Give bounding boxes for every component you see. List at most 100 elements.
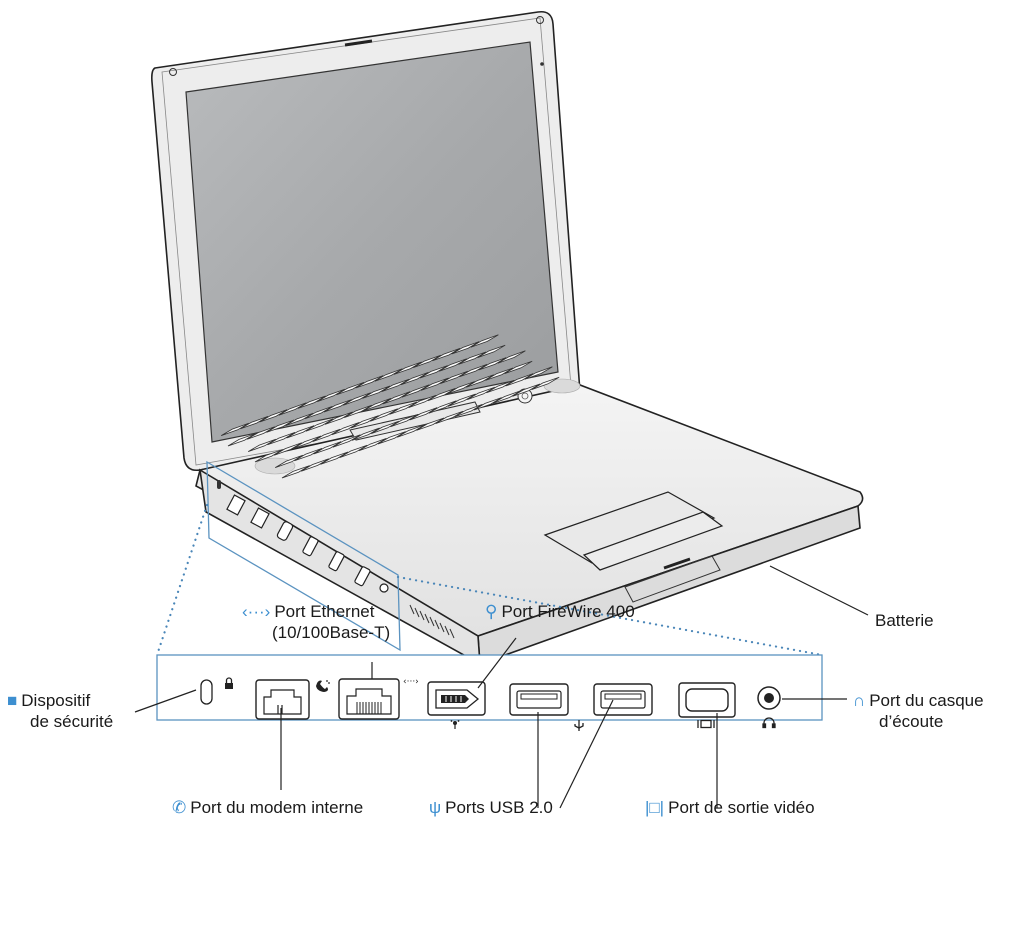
keyboard-key <box>342 392 372 406</box>
laptop-side-ports <box>217 480 389 593</box>
svg-text:‹···›: ‹···› <box>403 677 419 687</box>
modem-port <box>255 679 330 720</box>
firewire-port <box>427 681 486 729</box>
keyboard-key <box>505 373 534 387</box>
keyboard-key <box>412 354 442 368</box>
keyboard-key <box>313 441 342 455</box>
phone-icon: ✆ <box>172 798 187 817</box>
keyboard-key <box>396 424 426 438</box>
headphone-label: ∩Port du casque d’écoute <box>853 691 984 731</box>
keyboard-key <box>492 390 522 404</box>
keyboard-key <box>435 410 464 424</box>
modem-label: ✆Port du modem interne <box>172 798 364 817</box>
keyboard-key <box>304 406 333 420</box>
highlight-region <box>206 460 401 652</box>
keyboard-key <box>465 374 495 388</box>
keyboard-key <box>419 365 448 379</box>
keyboard-key <box>401 384 430 398</box>
display-icon: |□| <box>645 798 665 817</box>
keyboard-key <box>316 388 346 402</box>
keyboard <box>220 334 560 479</box>
laptop-lid <box>151 10 581 472</box>
keyboard-key <box>323 399 352 413</box>
firewire-label: ⚲Port FireWire 400 <box>485 602 635 621</box>
keyboard-key <box>331 422 360 436</box>
battery-leader <box>769 565 869 616</box>
keyboard-key <box>300 458 330 472</box>
keyboard-key <box>332 434 361 448</box>
keyboard-key <box>497 350 526 364</box>
keyboard-key <box>363 398 392 412</box>
keyboard-key <box>247 438 277 452</box>
keyboard-key <box>267 432 296 446</box>
lock-icon: ■ <box>7 691 18 710</box>
keyboard-key <box>274 454 304 468</box>
keyboard-key <box>478 357 507 371</box>
keyboard-key <box>377 431 406 445</box>
usb-icon: ψ <box>429 798 442 817</box>
keyboard-key <box>504 360 533 374</box>
keyboard-key <box>390 414 419 428</box>
keyboard-key <box>351 427 380 441</box>
keyboard-key <box>389 401 418 415</box>
keyboard-key <box>432 348 461 362</box>
keyboard-key <box>439 370 469 384</box>
phone-icon <box>316 680 330 692</box>
keyboard-key <box>400 372 429 386</box>
usb-port-1 <box>509 683 569 716</box>
firewire-icon: ⚲ <box>485 602 498 621</box>
keyboard-key <box>259 409 288 423</box>
keyboard-key <box>266 419 295 433</box>
keyboard-key <box>438 358 468 372</box>
screen <box>185 41 559 443</box>
keyboard-key <box>428 400 457 414</box>
keyboard-key <box>336 382 365 396</box>
security-label: ■Dispositif de sécurité <box>7 691 114 731</box>
keyboard-key <box>447 393 476 407</box>
keyboard-key <box>416 417 445 431</box>
keyboard-key <box>227 433 256 447</box>
keyboard-key <box>427 388 456 402</box>
keyboard-key <box>220 422 250 436</box>
keyboard-key <box>370 420 400 434</box>
keyboard-key <box>381 378 410 392</box>
keyboard-key <box>343 404 373 418</box>
keyboard-key <box>393 361 422 375</box>
keyboard-key <box>246 426 276 440</box>
keyboard-key <box>477 344 506 358</box>
keyboard-key <box>312 428 341 442</box>
keyboard-key <box>470 334 499 348</box>
keyboard-key <box>350 415 379 429</box>
video-port <box>678 682 736 729</box>
keyboard-key <box>458 351 487 365</box>
ethernet-icon: ‹···› <box>242 602 271 621</box>
keyboard-key <box>358 438 387 452</box>
zoom-leader-right <box>396 575 824 657</box>
keyboard-key <box>369 408 399 422</box>
keyboard-key <box>382 391 411 405</box>
usb-port-2 <box>593 683 653 716</box>
keyboard-key <box>339 444 368 458</box>
keyboard-key <box>374 368 403 382</box>
keyboard-key <box>473 397 502 411</box>
keyboard-key <box>285 412 314 426</box>
keyboard-key <box>305 418 334 432</box>
headphone-jack <box>757 686 781 729</box>
keyboard-key <box>294 448 323 462</box>
keyboard-key <box>324 411 353 425</box>
keyboard-key <box>281 465 310 479</box>
keyboard-key <box>485 367 514 381</box>
callout-lines <box>134 637 847 809</box>
keyboard-key <box>362 385 391 399</box>
video-label: |□|Port de sortie vidéo <box>645 798 815 817</box>
keyboard-key <box>254 449 283 463</box>
ethernet-label: ‹···›Port Ethernet (10/100Base-T) <box>242 602 391 642</box>
headphone-icon: ∩ <box>853 691 866 710</box>
keyboard-key <box>446 381 475 395</box>
keyboard-key <box>408 394 437 408</box>
keyboard-key <box>454 404 483 418</box>
battery-label: Batterie <box>875 611 934 630</box>
keyboard-key <box>420 377 449 391</box>
